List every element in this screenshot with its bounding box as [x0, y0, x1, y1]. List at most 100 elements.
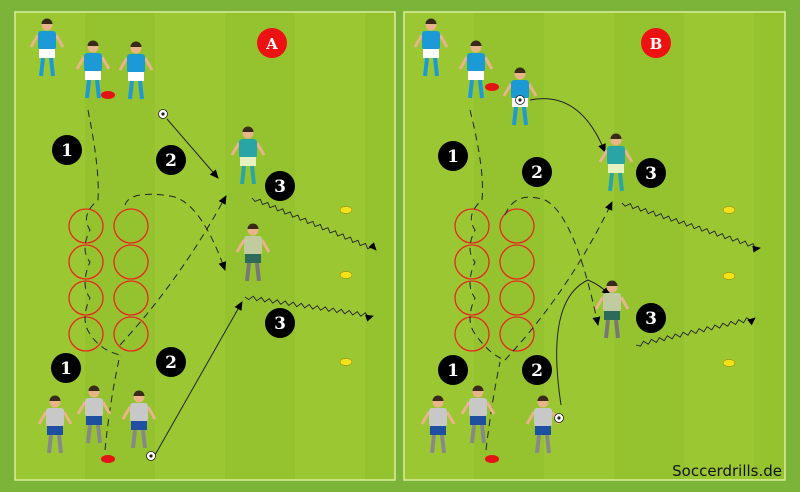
cone-yellow	[722, 359, 736, 367]
player	[598, 133, 634, 192]
pass-arrow	[166, 118, 219, 179]
cone-red	[485, 455, 499, 463]
run-path	[504, 196, 601, 326]
number-badge: 1	[52, 135, 82, 165]
hoop	[68, 208, 104, 244]
run-path	[504, 201, 613, 361]
number-badge: 3	[636, 303, 666, 333]
player	[594, 280, 630, 339]
hoop	[454, 280, 490, 316]
run-path	[124, 193, 227, 271]
number-badge: 1	[438, 355, 468, 385]
player	[118, 41, 154, 100]
player	[75, 40, 111, 99]
hoop	[113, 208, 149, 244]
player	[76, 385, 112, 444]
movement-paths	[84, 98, 613, 456]
player	[37, 395, 73, 454]
player	[29, 18, 65, 77]
player	[230, 126, 266, 185]
badge-number: 1	[60, 359, 72, 379]
stripe	[614, 12, 684, 480]
hoop	[454, 244, 490, 280]
hoop	[113, 280, 149, 316]
dribble-path	[635, 317, 756, 347]
player	[458, 40, 494, 99]
number-badge: 2	[522, 157, 552, 187]
cone-yellow	[339, 206, 353, 214]
cone-yellow	[722, 206, 736, 214]
cone-red	[485, 83, 499, 91]
dribble-path	[244, 295, 374, 322]
hoop	[454, 316, 490, 352]
hoop	[499, 280, 535, 316]
hoop	[68, 244, 104, 280]
cone-yellow	[339, 358, 353, 366]
pitch	[15, 12, 395, 480]
player	[413, 18, 449, 77]
number-badge: 2	[156, 145, 186, 175]
hoop	[113, 316, 149, 352]
number-badges: 1 2 3 3 1 2 1 2 3 3 1 2	[51, 135, 666, 385]
badge-number: 2	[531, 163, 543, 183]
panel-label-text: B	[650, 35, 663, 53]
dribble-path	[621, 202, 761, 253]
stripe	[754, 12, 785, 480]
hoops	[68, 208, 535, 352]
cone-red	[101, 455, 115, 463]
panel-a-border	[14, 11, 396, 481]
panel-label-b: B	[641, 28, 671, 58]
pass-arrow	[154, 301, 243, 456]
number-badge: 2	[156, 347, 186, 377]
dribble-paths	[244, 197, 761, 347]
hoop	[68, 280, 104, 316]
badge-number: 3	[645, 164, 657, 184]
badge-number: 2	[531, 361, 543, 381]
badge-number: 2	[165, 151, 177, 171]
number-badge: 3	[636, 158, 666, 188]
watermark: Soccerdrills.de	[672, 462, 782, 480]
number-badge: 2	[522, 355, 552, 385]
player	[502, 67, 538, 126]
panel-label-text: A	[265, 35, 278, 53]
player	[460, 385, 496, 444]
player	[235, 223, 271, 282]
dribble-path	[251, 197, 377, 251]
ball-patch	[518, 98, 522, 102]
pitch	[404, 12, 785, 480]
run-path	[469, 109, 506, 361]
player	[121, 390, 157, 449]
badge-number: 1	[61, 141, 73, 161]
run-path	[119, 195, 227, 346]
number-badge: 1	[438, 141, 468, 171]
hoop	[68, 316, 104, 352]
cone-yellow	[722, 272, 736, 280]
ball-patch	[149, 454, 153, 458]
number-badge: 1	[51, 353, 81, 383]
run-path	[104, 354, 121, 451]
cone-red	[101, 91, 115, 99]
cone-yellow	[339, 271, 353, 279]
panel-b-border	[403, 11, 786, 481]
badge-number: 1	[447, 147, 459, 167]
badge-number: 3	[274, 314, 286, 334]
pass-arrow	[556, 279, 611, 406]
hoop	[454, 208, 490, 244]
run-path	[84, 109, 121, 356]
badge-number: 3	[274, 177, 286, 197]
ball-patch	[557, 416, 561, 420]
hoop	[499, 316, 535, 352]
cones	[101, 83, 736, 463]
hoop	[113, 244, 149, 280]
badge-number: 3	[645, 309, 657, 329]
player	[420, 395, 456, 454]
badge-number: 1	[447, 361, 459, 381]
number-badge: 3	[265, 171, 295, 201]
players	[29, 18, 634, 461]
number-badge: 3	[265, 308, 295, 338]
hoop	[499, 208, 535, 244]
ball-patch	[161, 112, 165, 116]
panel-label-a: A	[257, 28, 287, 58]
hoop	[499, 244, 535, 280]
